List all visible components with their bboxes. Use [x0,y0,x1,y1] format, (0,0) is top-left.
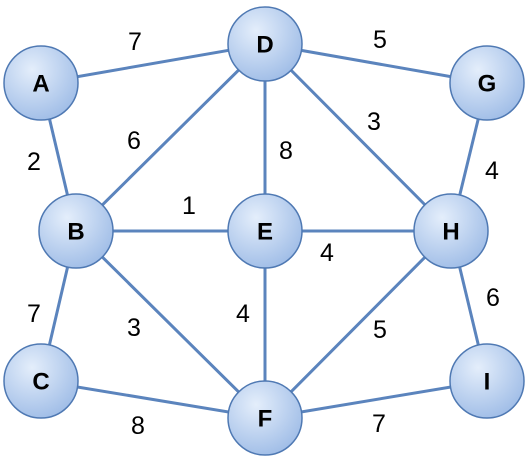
edge-weight-h-i: 6 [486,284,500,312]
node-label-f: F [258,406,273,433]
edge-c-f [39,379,267,420]
node-circle-f [227,380,303,456]
edge-weight-e-f: 4 [236,300,250,328]
node-circle-c [3,343,79,419]
node-b: B [38,193,114,269]
node-label-d: D [256,32,273,59]
edge-weight-f-h: 5 [373,316,387,344]
edge-b-f [74,229,267,420]
edge-a-d [39,42,267,85]
edge-d-h [263,42,453,233]
edge-weight-d-g: 5 [373,26,387,54]
edge-weight-b-d: 6 [127,127,141,155]
nodes-layer: A B C D E F G H I [3,6,525,456]
edge-weight-b-f: 3 [127,314,141,342]
node-label-i: I [484,369,491,396]
edge-f-h [263,229,453,420]
node-c: C [3,343,79,419]
node-label-b: B [67,219,84,246]
edge-weight-d-h: 3 [367,108,381,136]
edge-weight-c-f: 8 [131,412,145,440]
edge-weight-d-e: 8 [279,137,293,165]
node-label-a: A [32,71,49,98]
node-label-c: C [32,369,49,396]
node-a: A [3,45,79,121]
edge-weight-f-i: 7 [372,410,386,438]
edge-weight-b-c: 7 [27,300,41,328]
node-d: D [227,6,303,82]
node-circle-i [449,343,525,419]
node-h: H [413,193,489,269]
node-circle-g [449,45,525,121]
node-f: F [227,380,303,456]
node-g: G [449,45,525,121]
node-circle-b [38,193,114,269]
node-e: E [227,193,303,269]
edge-weights-layer: 7 5 2 6 8 3 4 1 4 7 3 4 5 6 8 7 [27,26,500,440]
node-circle-e [227,193,303,269]
edge-weight-a-b: 2 [27,148,41,176]
edge-weight-b-e: 1 [182,192,196,220]
edge-weight-e-h: 4 [320,239,334,267]
node-circle-a [3,45,79,121]
edge-weight-g-h: 4 [485,157,499,185]
node-label-g: G [478,71,497,98]
node-i: I [449,343,525,419]
edge-weight-a-d: 7 [128,28,142,56]
node-label-e: E [257,219,273,246]
node-label-h: H [442,219,459,246]
node-circle-h [413,193,489,269]
node-circle-d [227,6,303,82]
edge-b-d [74,42,267,233]
